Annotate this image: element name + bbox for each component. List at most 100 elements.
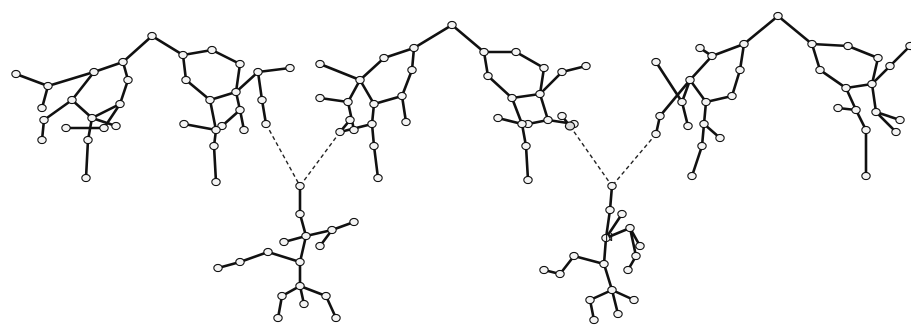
bond xyxy=(266,250,302,264)
bond xyxy=(742,14,780,46)
bond xyxy=(70,98,94,120)
carbon-atom xyxy=(273,313,283,323)
carbon-atom xyxy=(209,141,219,151)
carbon-atom xyxy=(89,67,99,77)
carbon-atom xyxy=(807,39,817,49)
carbon-atom xyxy=(735,65,745,75)
bond xyxy=(208,98,218,132)
carbon-atom xyxy=(211,177,221,187)
carbon-atom xyxy=(61,123,71,133)
carbon-atom xyxy=(253,67,263,77)
bond xyxy=(738,42,746,72)
bond xyxy=(730,68,742,98)
carbon-atom xyxy=(861,125,871,135)
hydrogen-bond-network xyxy=(265,123,657,187)
carbon-atom xyxy=(493,113,503,123)
bond xyxy=(92,60,125,74)
bond xyxy=(602,262,614,292)
bond xyxy=(538,92,550,122)
carbon-atom xyxy=(635,241,645,251)
carbon-atom xyxy=(239,125,249,135)
bond xyxy=(710,42,746,58)
carbon-atom xyxy=(601,233,611,243)
bond xyxy=(318,62,362,82)
bond xyxy=(400,94,408,124)
carbon-atom xyxy=(707,51,717,61)
carbon-atom xyxy=(677,97,687,107)
carbon-atom xyxy=(369,141,379,151)
carbon-atom xyxy=(701,97,711,107)
carbon-atom xyxy=(655,111,665,121)
carbon-atom xyxy=(401,117,411,127)
bond xyxy=(604,208,612,240)
carbon-atom xyxy=(447,20,457,30)
bond xyxy=(121,34,154,64)
bond xyxy=(538,66,546,96)
bond-network xyxy=(14,14,911,322)
carbon-atom xyxy=(379,53,389,63)
carbon-atom xyxy=(123,75,133,85)
carbon-atom xyxy=(205,95,215,105)
carbon-atom xyxy=(483,71,493,81)
carbon-atom xyxy=(315,59,325,69)
carbon-atom xyxy=(235,257,245,267)
carbon-atom xyxy=(99,123,109,133)
carbon-atom xyxy=(517,119,527,129)
bond xyxy=(888,44,911,68)
carbon-atom xyxy=(843,41,853,51)
carbon-atom xyxy=(315,241,325,251)
bond xyxy=(450,23,486,54)
bond xyxy=(874,110,898,134)
carbon-atom xyxy=(87,113,97,123)
carbon-atom xyxy=(687,171,697,181)
carbon-atom xyxy=(67,95,77,105)
carbon-atom xyxy=(81,173,91,183)
carbon-atom xyxy=(581,61,591,71)
bond xyxy=(84,138,90,180)
bond xyxy=(658,78,692,118)
bond xyxy=(810,42,850,48)
carbon-atom xyxy=(873,53,883,63)
carbon-atom xyxy=(331,313,341,323)
carbon-atom xyxy=(349,217,359,227)
carbon-atom xyxy=(895,115,905,125)
carbon-atom xyxy=(651,57,661,67)
atom-set xyxy=(11,11,911,325)
bond xyxy=(688,78,708,104)
bond xyxy=(182,122,218,132)
carbon-atom xyxy=(521,141,531,151)
bond xyxy=(602,236,608,266)
carbon-atom xyxy=(815,65,825,75)
bond xyxy=(628,226,638,258)
hydrogen-bond xyxy=(611,133,657,187)
carbon-atom xyxy=(557,67,567,77)
carbon-atom xyxy=(695,43,705,53)
carbon-atom xyxy=(841,83,851,93)
carbon-atom xyxy=(685,75,695,85)
bond xyxy=(102,102,122,130)
carbon-atom xyxy=(555,269,565,279)
carbon-atom xyxy=(409,43,419,53)
bond xyxy=(234,62,242,94)
carbon-atom xyxy=(397,91,407,101)
bond xyxy=(358,78,376,106)
carbon-atom xyxy=(295,181,305,191)
carbon-atom xyxy=(235,59,245,69)
carbon-atom xyxy=(207,45,217,55)
carbon-atom xyxy=(629,295,639,305)
carbon-atom xyxy=(295,281,305,291)
carbon-atom xyxy=(617,209,627,219)
carbon-atom xyxy=(607,285,617,295)
bond xyxy=(810,42,822,72)
carbon-atom xyxy=(557,111,567,121)
bond xyxy=(372,94,404,106)
carbon-atom xyxy=(607,181,617,191)
bond xyxy=(382,46,416,60)
carbon-atom xyxy=(535,89,545,99)
carbon-atom xyxy=(511,47,521,57)
carbon-atom xyxy=(373,173,383,183)
carbon-atom xyxy=(118,57,128,67)
carbon-atom xyxy=(861,171,871,181)
oxygen-atom xyxy=(564,121,576,131)
carbon-atom xyxy=(279,237,289,247)
